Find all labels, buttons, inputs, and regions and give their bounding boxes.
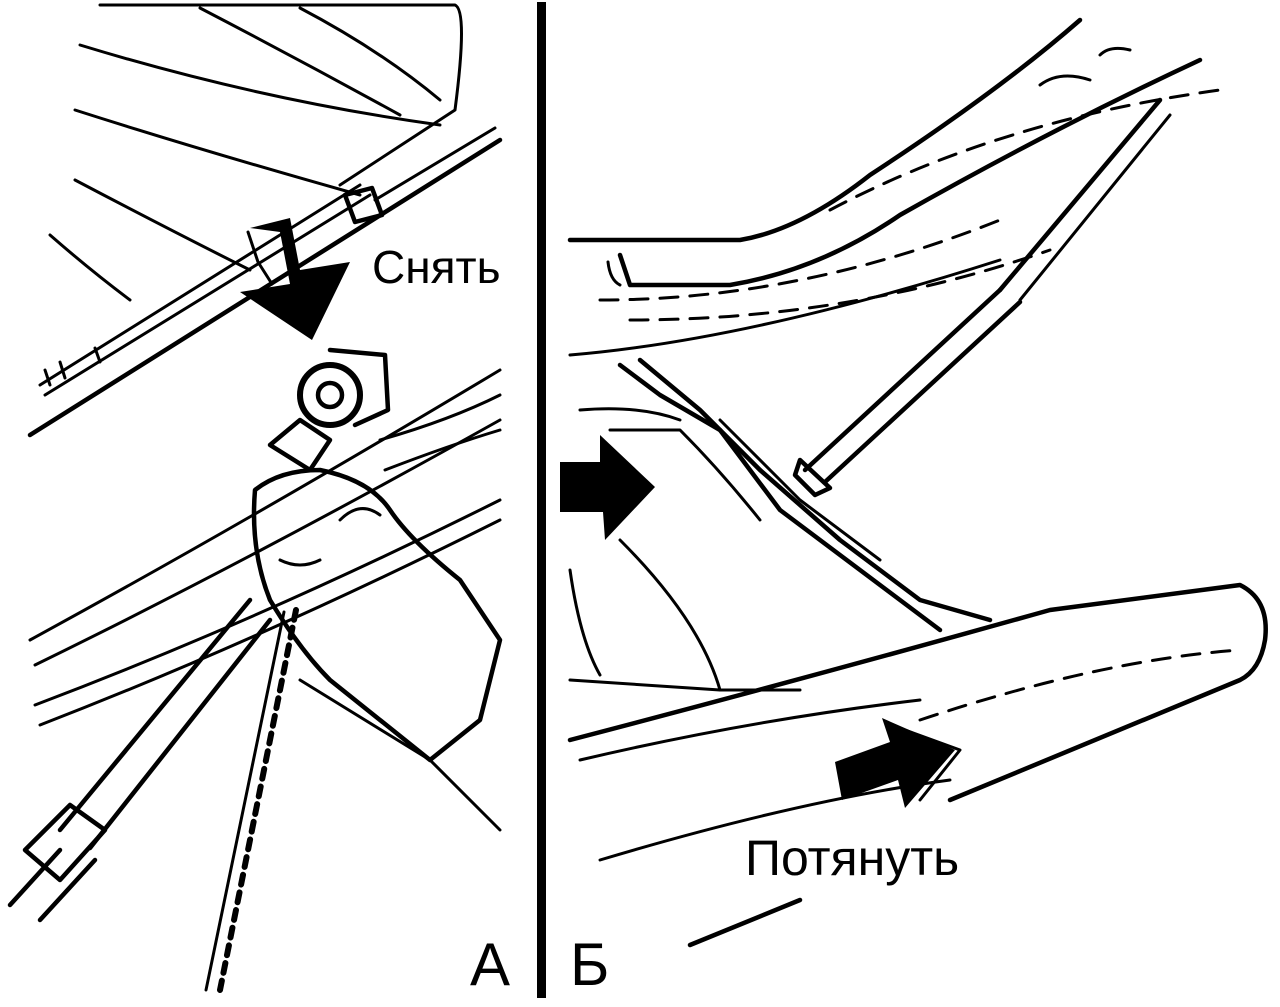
support-rod — [617, 357, 993, 633]
body-panel — [567, 407, 1268, 948]
dipstick-ring-icon — [297, 362, 363, 428]
panel-b-letter: Б — [570, 931, 609, 998]
arrow-down-right-icon — [240, 218, 350, 340]
arrow-right-icon — [560, 435, 655, 540]
panel-a-letter: А — [470, 931, 510, 998]
gas-strut — [792, 97, 1172, 498]
hood-lines — [27, 3, 503, 438]
panel-b: Потянуть Б — [560, 17, 1268, 998]
arrow-pull-icon — [835, 718, 962, 808]
panel-a-label: Снять — [372, 241, 501, 293]
hood-underside — [567, 17, 1222, 357]
engine-lines — [7, 368, 502, 923]
panel-divider — [537, 2, 546, 998]
panel-a: Снять А — [7, 3, 510, 998]
hand-with-dipstick — [204, 347, 503, 993]
panel-b-label: Потянуть — [745, 830, 959, 886]
